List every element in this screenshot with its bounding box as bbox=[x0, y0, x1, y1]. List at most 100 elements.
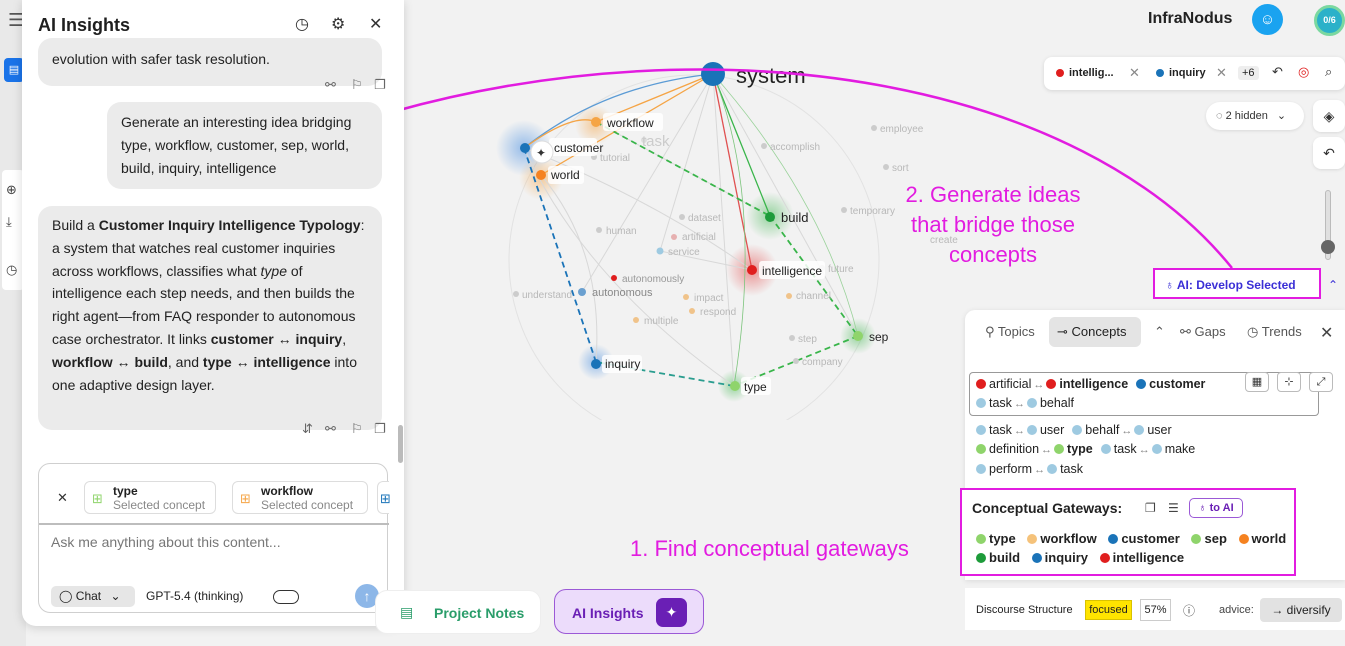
filter-chip-label[interactable]: intellig... bbox=[1069, 67, 1114, 79]
undo-icon[interactable]: ↶ bbox=[1272, 64, 1283, 79]
collapse-tabs[interactable]: ⌃ bbox=[1146, 317, 1173, 347]
close-icon[interactable]: ✕ bbox=[1320, 325, 1334, 342]
history-icon[interactable]: ◷ bbox=[6, 262, 18, 277]
filter-list-icon[interactable]: ☰ bbox=[1168, 501, 1179, 515]
document-icon[interactable]: ▤ bbox=[4, 58, 24, 82]
gateway-concept[interactable]: inquiry bbox=[1044, 550, 1089, 565]
chat-input[interactable] bbox=[51, 534, 371, 550]
mode-select[interactable]: ◯ Chat ⌄ bbox=[51, 586, 135, 607]
table-icon[interactable]: ▦ bbox=[1245, 372, 1269, 392]
tab-label: Concepts bbox=[1071, 324, 1127, 339]
node-customer[interactable] bbox=[520, 143, 530, 153]
ai-insights-label: AI Insights bbox=[572, 605, 644, 621]
concept-icon: ⊞ bbox=[380, 491, 391, 506]
node-type[interactable] bbox=[730, 381, 740, 391]
globe-icon[interactable]: ⊕ bbox=[6, 182, 17, 197]
project-notes-button[interactable]: ▤ Project Notes bbox=[375, 590, 541, 634]
bookmark-icon[interactable]: ⚐ bbox=[351, 421, 363, 436]
undo-icon[interactable]: ↶ bbox=[1313, 137, 1345, 169]
gateway-concept[interactable]: type bbox=[989, 531, 1016, 546]
chevron-up-icon[interactable]: ⌃ bbox=[1328, 278, 1339, 292]
tab-concepts[interactable]: ⊸ Concepts bbox=[1049, 317, 1141, 347]
hidden-nodes-pill[interactable]: ◌ 2 hidden ⌄ bbox=[1206, 102, 1304, 130]
chat-input-box: ✕ ⊞ type Selected concept ⊞ workflow Sel… bbox=[38, 463, 391, 613]
gateway-concept[interactable]: customer bbox=[1121, 531, 1180, 546]
concept: artificial bbox=[989, 377, 1032, 391]
gear-icon[interactable]: ⚙ bbox=[331, 16, 346, 33]
chevron-down-icon: ⌄ bbox=[1276, 110, 1287, 122]
zoom-slider-knob[interactable] bbox=[1321, 240, 1335, 254]
message-bold: workflow ↔ build bbox=[52, 353, 168, 370]
node-label: accomplish bbox=[770, 142, 820, 153]
thinking-toggle[interactable] bbox=[273, 590, 299, 604]
discourse-state-badge[interactable]: focused bbox=[1085, 600, 1132, 620]
ai-insights-button[interactable]: AI Insights ✦ bbox=[554, 589, 704, 634]
gateway-concept[interactable]: sep bbox=[1204, 531, 1227, 546]
concept: task bbox=[1113, 442, 1137, 456]
history-icon[interactable]: ◷ bbox=[295, 16, 309, 33]
node-build[interactable] bbox=[765, 212, 775, 222]
copy-icon[interactable]: ❐ bbox=[374, 77, 386, 92]
clear-chips-icon[interactable]: ✕ bbox=[57, 490, 68, 505]
hide-icon[interactable]: ◎ bbox=[1298, 64, 1310, 79]
node-world[interactable] bbox=[536, 170, 546, 180]
copy-icon[interactable]: ❐ bbox=[374, 421, 386, 436]
to-ai-button[interactable]: ♁ to AI bbox=[1189, 498, 1243, 518]
download-icon[interactable]: ⤓ bbox=[6, 214, 12, 229]
copy-icon[interactable]: ❐ bbox=[1145, 501, 1156, 515]
scrollbar[interactable] bbox=[398, 425, 403, 463]
node-sep[interactable] bbox=[853, 331, 863, 341]
gateway-concept[interactable]: intelligence bbox=[1112, 550, 1185, 565]
tab-topics[interactable]: ⚲ Topics bbox=[977, 317, 1043, 347]
sparkle-icon[interactable] bbox=[530, 140, 554, 164]
chevron-down-icon: ⌄ bbox=[110, 589, 121, 603]
bookmark-icon[interactable]: ⚐ bbox=[351, 77, 363, 92]
ai-message: Build a Customer Inquiry Intelligence Ty… bbox=[38, 206, 382, 430]
more-filters-badge[interactable]: +6 bbox=[1238, 66, 1259, 80]
gateway-concept[interactable]: build bbox=[989, 550, 1021, 565]
info-icon[interactable]: ⓘ bbox=[1183, 604, 1196, 618]
close-icon[interactable]: ✕ bbox=[1129, 65, 1140, 80]
quota-badge[interactable]: 0/6 bbox=[1314, 5, 1345, 36]
expand-icon[interactable]: ⤢ bbox=[1309, 372, 1333, 392]
menu-icon[interactable]: ☰ bbox=[8, 10, 25, 30]
tab-trends[interactable]: ◷ Trends bbox=[1239, 317, 1310, 347]
layers-icon[interactable]: ◈ bbox=[1313, 100, 1345, 132]
concept-chip-partial[interactable]: ⊞ bbox=[377, 481, 391, 514]
selected-pairs-box[interactable] bbox=[969, 372, 1319, 416]
concept-chip[interactable]: ⊞ workflow Selected concept bbox=[232, 481, 368, 514]
graph-icon[interactable]: ⚯ bbox=[325, 77, 336, 92]
node-label: employee bbox=[880, 124, 924, 135]
zoom-slider[interactable] bbox=[1325, 190, 1331, 260]
pair-row[interactable]: task↔behalf bbox=[976, 396, 1074, 410]
node-workflow[interactable] bbox=[591, 117, 601, 127]
close-icon[interactable]: ✕ bbox=[1216, 65, 1227, 80]
pair-row[interactable]: perform↔task bbox=[976, 462, 1083, 476]
knowledge-graph[interactable]: service autonomous artificial autonomous… bbox=[404, 0, 964, 420]
model-label[interactable]: GPT-5.4 (thinking) bbox=[146, 589, 244, 603]
concept-chip[interactable]: ⊞ type Selected concept bbox=[84, 481, 216, 514]
filter-chip-label[interactable]: inquiry bbox=[1169, 67, 1206, 79]
annotation-generate-ideas: 2. Generate ideas that bridge those conc… bbox=[905, 182, 1081, 267]
user-icon[interactable]: ☺ bbox=[1252, 4, 1283, 35]
input-divider bbox=[39, 523, 389, 525]
graph-icon[interactable]: ⚯ bbox=[325, 421, 336, 436]
ai-develop-selected-button[interactable]: ♁ AI: Develop Selected bbox=[1153, 268, 1321, 299]
gateway-concept[interactable]: workflow bbox=[1040, 531, 1097, 546]
sort-icon[interactable]: ⇵ bbox=[302, 421, 313, 436]
close-icon[interactable]: ✕ bbox=[369, 16, 383, 33]
discourse-structure-bar: Discourse Structure focused 57% ⓘ advice… bbox=[965, 588, 1345, 630]
diversify-button[interactable]: → diversify bbox=[1260, 598, 1342, 622]
main-nodes[interactable]: system workflow customer ✦ world build i… bbox=[520, 62, 889, 395]
gateway-concept[interactable]: world bbox=[1251, 531, 1287, 546]
node-inquiry[interactable] bbox=[591, 359, 601, 369]
node-intelligence[interactable] bbox=[747, 265, 757, 275]
brand-name: InfraNodus bbox=[1148, 10, 1233, 27]
node-system[interactable] bbox=[701, 62, 725, 86]
search-icon[interactable]: ⌕ bbox=[1325, 64, 1333, 79]
compress-icon[interactable]: ⊹ bbox=[1277, 372, 1301, 392]
tab-gaps[interactable]: ⚯ Gaps bbox=[1172, 317, 1234, 347]
